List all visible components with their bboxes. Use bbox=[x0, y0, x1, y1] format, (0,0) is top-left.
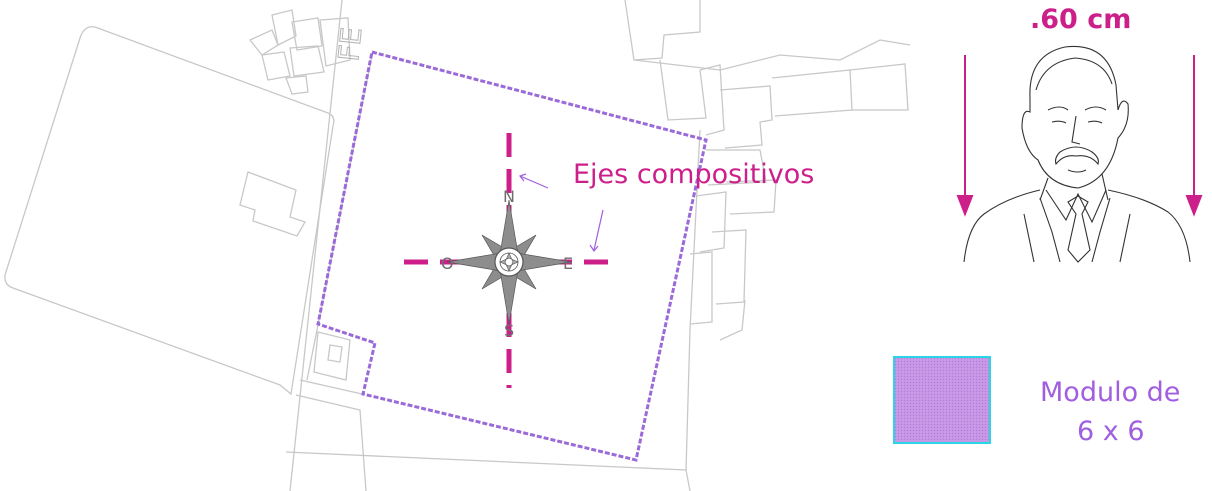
compass-east: E bbox=[563, 254, 573, 273]
right-context-edge2 bbox=[719, 299, 746, 341]
compass-rose: N S E O bbox=[441, 187, 573, 340]
right-context-b7 bbox=[695, 191, 727, 253]
street-line-d bbox=[295, 394, 367, 491]
right-context-b4 bbox=[771, 69, 853, 117]
corner-building bbox=[313, 331, 351, 381]
top-cluster-4 bbox=[261, 51, 291, 81]
right-context-b9 bbox=[689, 251, 713, 325]
left-building bbox=[239, 171, 306, 237]
axes-pointer-arrows bbox=[518, 173, 604, 253]
compass-north: N bbox=[503, 187, 515, 206]
top-cluster-6 bbox=[319, 17, 351, 67]
right-context-b2 bbox=[699, 64, 725, 136]
compass-center bbox=[494, 247, 524, 277]
left-block bbox=[4, 26, 335, 396]
module-label-line2: 6 x 6 bbox=[1077, 416, 1145, 447]
compass-south: S bbox=[504, 321, 514, 340]
lot-boundary bbox=[316, 50, 708, 462]
right-context-edge bbox=[685, 129, 701, 471]
right-context-b5 bbox=[849, 63, 909, 111]
right-context-top bbox=[624, 0, 701, 61]
bust-figure bbox=[963, 45, 1191, 263]
street-line-c bbox=[299, 379, 363, 395]
street-line-a bbox=[289, 0, 343, 491]
top-cluster-5 bbox=[289, 45, 325, 77]
right-context-b8 bbox=[711, 229, 747, 305]
compass-west: O bbox=[441, 254, 454, 273]
right-context-b10 bbox=[725, 179, 777, 215]
corner-building-inner bbox=[327, 344, 343, 363]
top-cluster-7 bbox=[285, 75, 309, 95]
top-cluster-1 bbox=[248, 29, 279, 56]
context-lines bbox=[4, 0, 911, 491]
right-context-row bbox=[633, 39, 911, 71]
axes-label: Ejes compositivos bbox=[573, 159, 814, 190]
street-label: FE bbox=[332, 26, 368, 63]
right-context-b6 bbox=[706, 149, 767, 186]
right-context-b3 bbox=[719, 85, 773, 149]
scale-label: .60 cm bbox=[1030, 4, 1131, 35]
top-cluster-3 bbox=[291, 17, 323, 51]
scale-arrows bbox=[956, 55, 1203, 217]
top-cluster-2 bbox=[271, 9, 297, 46]
module-swatch bbox=[893, 356, 991, 444]
module-label-line1: Modulo de bbox=[1040, 377, 1180, 408]
right-context-b1 bbox=[659, 59, 707, 121]
